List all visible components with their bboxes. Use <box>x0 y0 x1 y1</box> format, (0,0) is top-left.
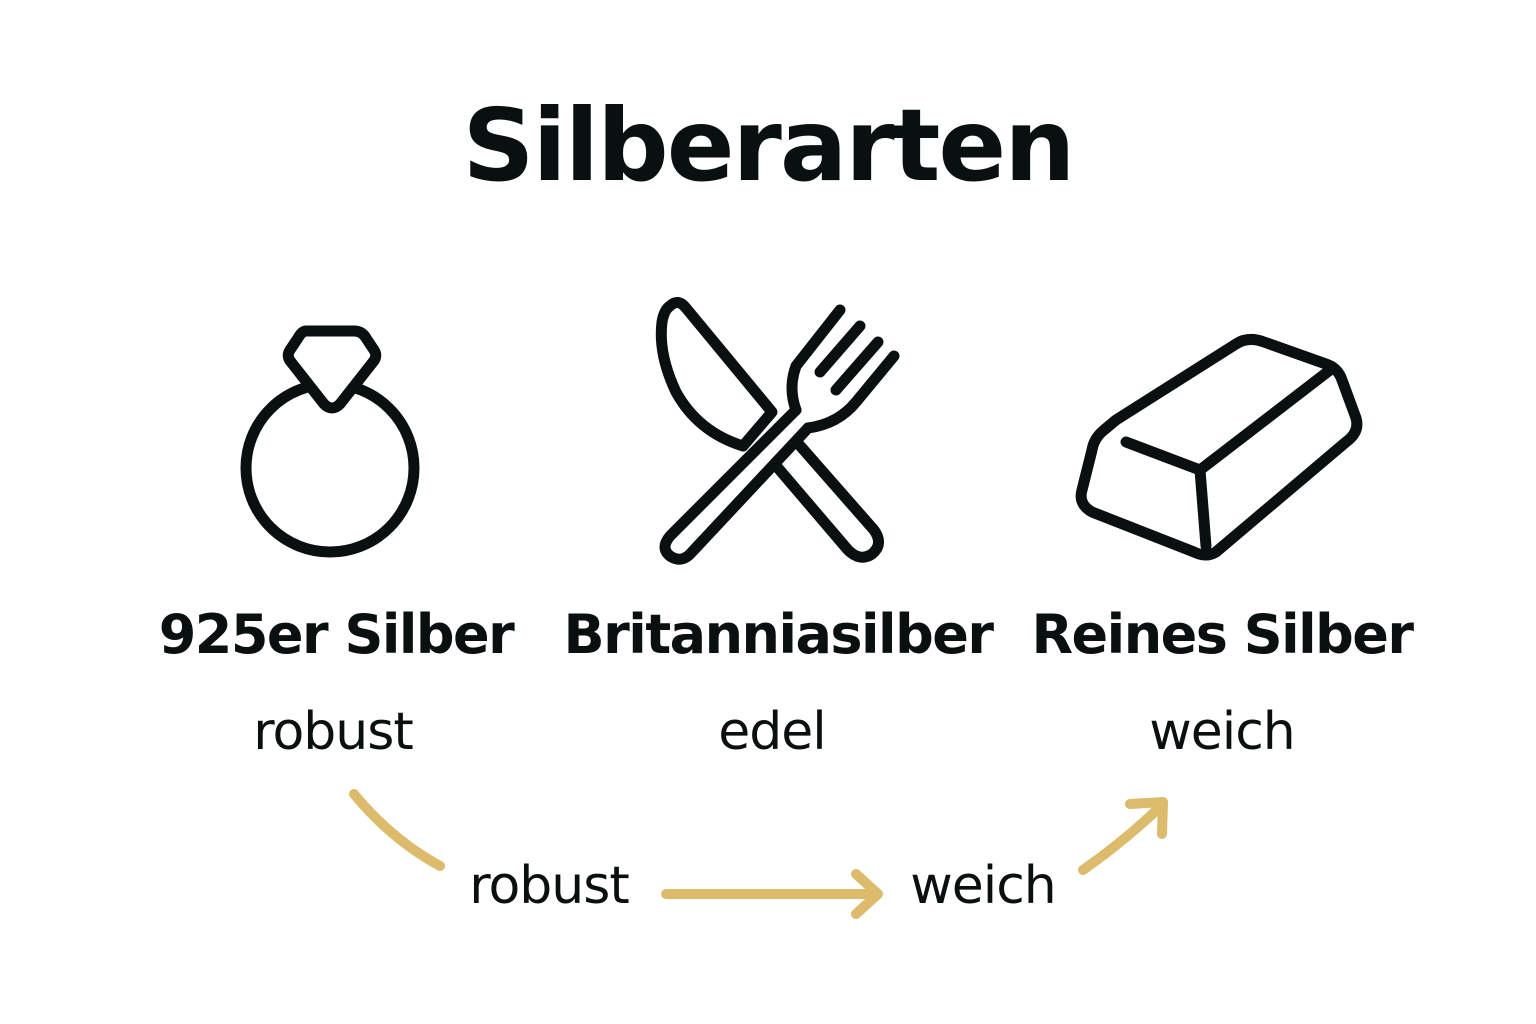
item-name-britanniasilber: Britanniasilber <box>563 603 994 666</box>
flow-start-label: robust <box>469 856 629 916</box>
straight-right-arrow-icon <box>661 869 883 919</box>
curve-down-arrow-line <box>349 789 445 871</box>
flow-end-label: weich <box>910 856 1057 916</box>
item-name-925er-silber: 925er Silber <box>158 603 515 666</box>
curve-up-arrow-icon <box>1078 797 1168 875</box>
item-trait-edel: edel <box>718 702 826 762</box>
page-title: Silberarten <box>462 87 1076 204</box>
item-trait-robust: robust <box>253 702 413 762</box>
item-name-reines-silber: Reines Silber <box>1031 603 1414 666</box>
item-trait-weich: weich <box>1149 702 1296 762</box>
silver-bar-icon <box>1075 326 1366 562</box>
cutlery-icon <box>648 292 908 565</box>
ring-icon <box>236 325 426 562</box>
